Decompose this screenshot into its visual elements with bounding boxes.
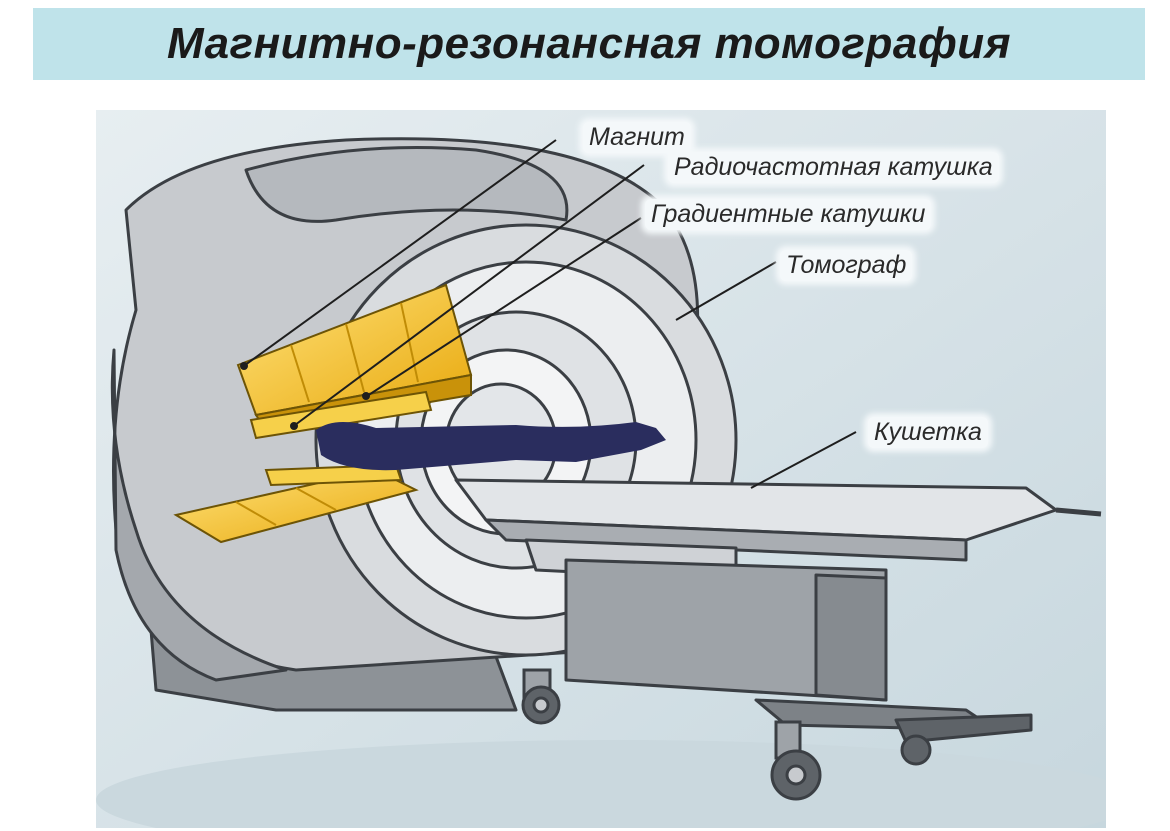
diagram-title: Магнитно-резонансная томография [166,19,1012,68]
label-rf-coil: Радиочастотная катушка [668,152,999,183]
gradient-coils-bottom [173,463,419,544]
label-scanner: Томограф [780,250,913,281]
leader-lines [240,139,857,489]
floor-shadow [96,740,1106,828]
couch [454,478,1102,744]
couch-wheels [521,668,932,801]
mri-illustration [96,110,1106,828]
leader-line-rf-coil [290,164,645,429]
leader-line-gradient-coils [363,217,642,399]
label-magnet: Магнит [583,122,691,153]
mri-scene [96,110,1106,828]
label-gradient-coils: Градиентные катушки [645,199,932,230]
title-banner: Магнитно-резонансная томография [33,8,1145,80]
label-couch: Кушетка [868,417,988,448]
leader-line-couch [750,431,857,489]
leader-line-scanner [675,261,777,321]
patient-silhouette [316,421,666,471]
leader-line-magnet [240,139,557,369]
